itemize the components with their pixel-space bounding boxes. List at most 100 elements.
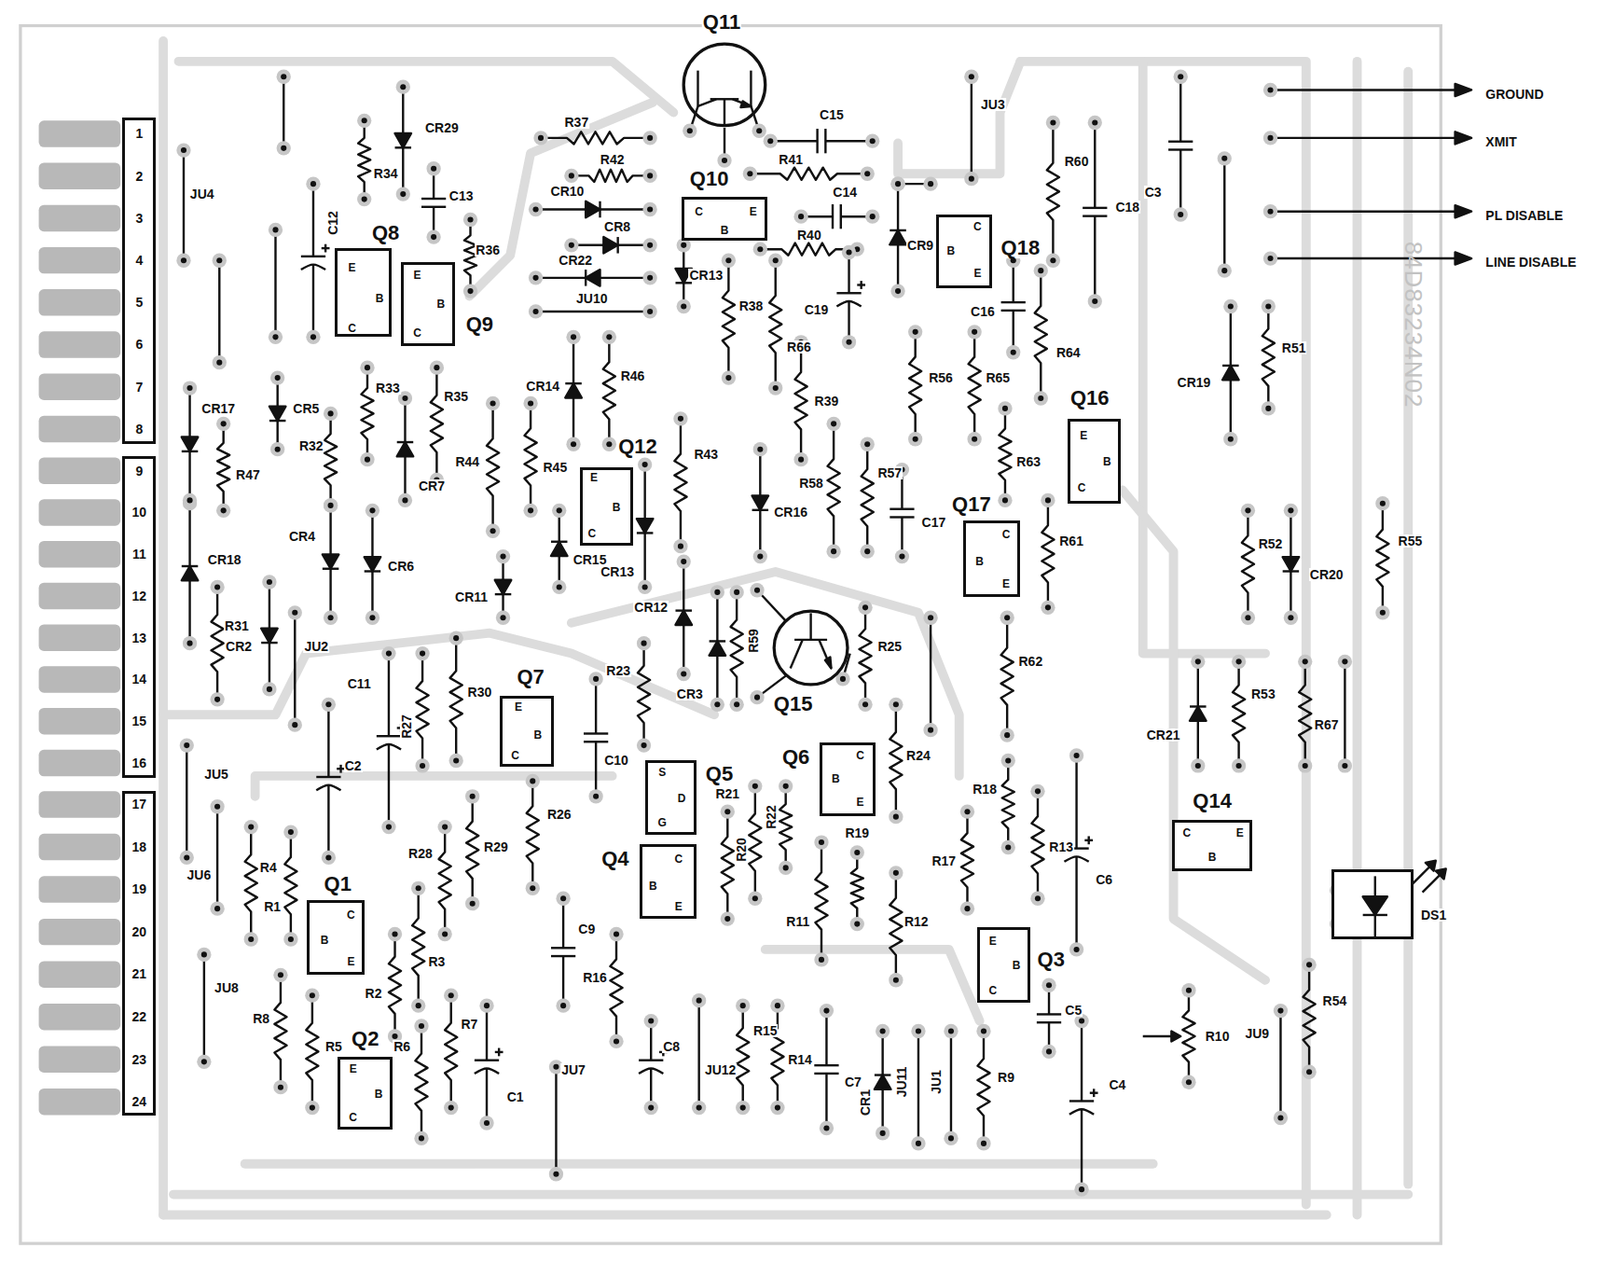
component-stroke [316, 775, 341, 778]
pad-hole [647, 172, 653, 179]
contact-finger [39, 498, 122, 525]
part-label: R14 [786, 1052, 814, 1066]
pin-number: 21 [132, 966, 148, 980]
transistor-outline: Q1CBE [306, 899, 364, 975]
component-stroke [360, 367, 373, 459]
pad-hole [288, 936, 294, 942]
pad-ring [523, 503, 538, 518]
component-stroke [414, 1025, 428, 1138]
pad-ring [588, 788, 603, 803]
part-label: JU3 [979, 97, 1007, 111]
contact-finger [39, 415, 122, 442]
transistor-outline: Q7EBC [499, 695, 554, 767]
component-stroke [203, 953, 206, 1062]
pad-hole [560, 895, 566, 901]
resistor-symbol [526, 780, 539, 888]
pad-ring [304, 988, 319, 1003]
pad-ring [676, 666, 691, 681]
component-stroke [562, 955, 565, 1006]
pad-hole [677, 415, 684, 422]
component-stroke [813, 1063, 839, 1066]
component-stroke [1001, 617, 1014, 735]
lead-letter: B [374, 1088, 384, 1100]
capacitor-curved-plate [836, 301, 861, 306]
part-label: JU6 [186, 868, 213, 882]
copper-trace [158, 41, 168, 1215]
part-label: R62 [1017, 654, 1044, 668]
pad-hole [772, 257, 779, 263]
component-stroke [181, 450, 199, 453]
pad-hole [1277, 1114, 1283, 1120]
component-stroke [825, 657, 832, 669]
part-label: R36 [474, 243, 501, 257]
part-designator: Q3 [1036, 949, 1066, 970]
capacitor-symbol [1001, 260, 1026, 352]
pad-ring [411, 997, 426, 1012]
pad-ring [525, 773, 540, 788]
pin-number: 22 [132, 1009, 148, 1023]
pad-hole [915, 1027, 922, 1034]
component-stroke [1171, 1031, 1181, 1042]
part-label: R9 [996, 1070, 1016, 1084]
component-stroke [950, 1031, 952, 1139]
pad-hole [552, 1171, 559, 1177]
part-label: JU1 [929, 1068, 943, 1095]
pin-number: 13 [132, 631, 148, 645]
part-label: R60 [1063, 154, 1090, 168]
lead-letter: E [675, 900, 683, 912]
pad-ring [209, 799, 224, 814]
resistor-symbol [909, 331, 922, 440]
jumper-wire [203, 953, 205, 1062]
transistor-outline: Q3EBC [977, 926, 1031, 1003]
pad-ring [763, 134, 778, 149]
resistor-symbol [998, 408, 1011, 500]
lead-letter: B [720, 224, 730, 236]
pad-hole [1195, 762, 1201, 769]
lead-letter: C [1182, 827, 1191, 839]
part-label: CR9 [906, 238, 935, 252]
contact-finger [39, 833, 122, 860]
pad-ring [720, 804, 735, 819]
component-stroke [245, 827, 258, 939]
lead-letter: E [348, 262, 357, 274]
pad-ring [387, 926, 402, 941]
pad-ring [1297, 758, 1312, 773]
transistor-symbol [681, 41, 768, 128]
pin-number: 10 [132, 505, 148, 519]
pad-ring [449, 753, 464, 768]
pad-ring [496, 610, 511, 625]
part-label: CR3 [675, 687, 704, 701]
diode-symbol [181, 387, 199, 500]
component-stroke [697, 1000, 700, 1108]
component-stroke [643, 532, 646, 587]
pad-hole [798, 456, 804, 463]
diode-symbol [261, 581, 278, 690]
pad-ring [860, 437, 875, 452]
component-stroke [312, 264, 315, 338]
component-stroke [970, 76, 973, 179]
pad-ring [778, 778, 793, 793]
pin-number: 9 [135, 464, 143, 478]
component-stroke [638, 1058, 663, 1061]
part-label: CR2 [224, 639, 253, 653]
pad-ring [321, 697, 336, 712]
lead-letter: E [856, 796, 865, 808]
component-stroke [585, 201, 600, 219]
component-stroke [998, 408, 1011, 500]
part-label: JU8 [213, 980, 240, 994]
component-stroke [322, 567, 340, 570]
transistor-outline: Q16EBC [1067, 418, 1121, 504]
component-stroke [397, 441, 414, 456]
pad-hole [823, 1124, 829, 1131]
pad-hole [1049, 119, 1056, 125]
copper-trace [179, 61, 675, 113]
pad-hole [680, 670, 687, 676]
resistor-symbol [637, 643, 650, 745]
capacitor-symbol [551, 897, 576, 1006]
pad-hole [869, 213, 876, 220]
pad-hole [448, 992, 455, 998]
pad-hole [1227, 436, 1234, 442]
component-stroke [284, 831, 297, 939]
pad-ring [1030, 891, 1045, 906]
pad-hole [1074, 752, 1080, 759]
